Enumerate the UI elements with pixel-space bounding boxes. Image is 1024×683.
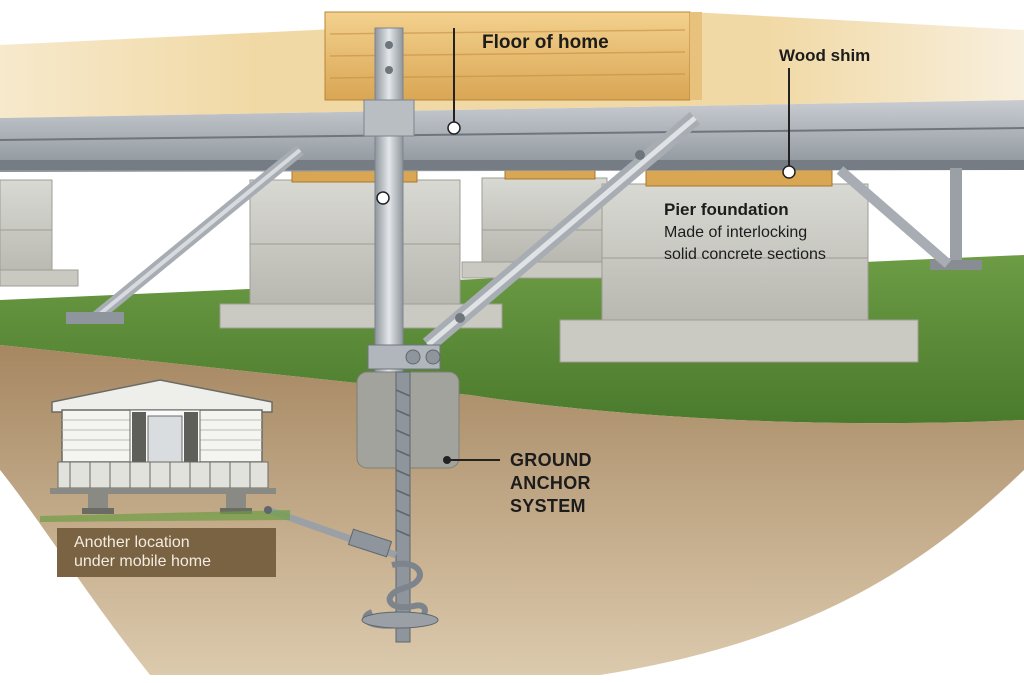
pier-back-left <box>0 179 79 287</box>
rod-threads <box>395 389 411 537</box>
inset-caption-box <box>57 528 276 577</box>
pier-front-left <box>219 179 503 329</box>
wood-shim-center <box>504 169 596 180</box>
label-pier-foundation: Pier foundation <box>664 200 789 219</box>
label-ground-anchor-line2: ANCHOR <box>510 473 591 493</box>
floor-edge <box>690 12 702 100</box>
anchor-rod <box>395 371 411 643</box>
inset-caption-line1: Another location <box>74 534 190 551</box>
pier-front-right <box>559 183 919 363</box>
label-pier-description-line2: solid concrete sections <box>664 246 826 263</box>
back-post-right <box>950 168 962 264</box>
label-ground-anchor-line3: SYSTEM <box>510 496 586 516</box>
steel-frame-flange <box>0 160 1024 170</box>
steel-frame <box>0 100 1024 172</box>
label-pier-description-line1: Made of interlocking <box>664 224 808 241</box>
inset-caption-line2: under mobile home <box>74 553 211 570</box>
label-wood-shim: Wood shim <box>779 46 871 65</box>
auger-plate <box>361 611 439 629</box>
label-ground-anchor-line1: GROUND <box>510 450 592 470</box>
inset-mobile-home <box>40 379 290 522</box>
wood-shim-right <box>645 169 833 187</box>
label-floor-of-home: Floor of home <box>482 32 609 53</box>
strap-right-back <box>836 166 952 268</box>
